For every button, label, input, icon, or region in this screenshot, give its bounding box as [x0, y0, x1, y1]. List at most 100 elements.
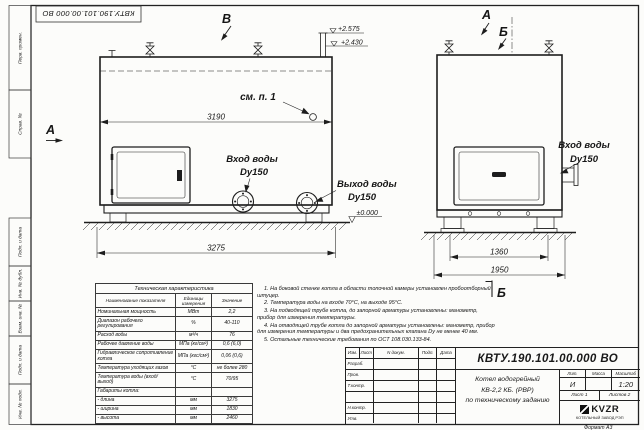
- side-strip: [8, 5, 32, 425]
- dim-3275: [96, 227, 336, 258]
- strip-label: Инв. № дубл.: [18, 269, 24, 299]
- dim-1950: [433, 235, 566, 279]
- spec-cell-unit: %: [175, 316, 212, 332]
- spec-cell-value: не более 280: [211, 363, 253, 374]
- strip-label: Подп. и дата: [18, 227, 24, 257]
- tb-role-label: Разраб.: [346, 358, 374, 369]
- tb-col-izm: Изм.: [346, 348, 360, 358]
- side-valve-2-icon: [544, 40, 554, 55]
- tb-role-row: [346, 391, 455, 403]
- lit-label: Лит.: [560, 370, 586, 377]
- spec-cell-name: Габариты котла:: [95, 386, 176, 397]
- spec-cell-unit: МПа (кгс/см²): [175, 348, 212, 365]
- marker-b-bottom: Б: [497, 286, 506, 300]
- titleblock-header-row: Изм. Лист N докум. Подп. Дата: [346, 348, 455, 359]
- kvzr-logo-icon: [580, 404, 590, 414]
- spec-cell-unit: мм: [175, 404, 212, 415]
- spec-cell-unit: [175, 386, 212, 397]
- tb-cell: [374, 358, 420, 369]
- spec-cell-unit: мм: [175, 413, 212, 424]
- section-trace-bottom: [485, 280, 493, 297]
- tb-cell: [419, 402, 438, 413]
- marker-b-top: В: [222, 12, 231, 26]
- strip-label: Взам. инв. №: [18, 304, 24, 334]
- tb-cell: [374, 391, 420, 402]
- spec-table-title: Техническая характеристика: [95, 282, 253, 295]
- front-outlet-dn: Dy150: [348, 192, 377, 203]
- product-line: Котел водогрейный: [475, 376, 540, 383]
- door-hinge-top: [110, 154, 114, 160]
- side-door: [453, 146, 545, 206]
- strip-label: Перв. примен.: [18, 32, 24, 64]
- spec-cell-value: [211, 386, 253, 397]
- doc-number: КВТУ.190.101.00.000 ВО: [456, 348, 640, 370]
- spec-cell-value: 2,2: [211, 307, 253, 318]
- spec-cell-unit: МПа (кг/см²): [175, 339, 212, 350]
- note-item: 3. На подводящей трубе котла, до запорно…: [257, 308, 478, 321]
- notes-block: 1. На боковой стенке котла в области топ…: [257, 286, 497, 345]
- strip-label: Инв. № подл.: [18, 389, 24, 419]
- tb-col-data: Дата: [440, 350, 452, 356]
- spec-cell-name: - высота: [95, 413, 176, 424]
- spec-cell-name: Температура уходящих газов: [95, 363, 176, 374]
- spec-header-value: Значение: [211, 293, 253, 309]
- tb-role-row: Н.контр.: [346, 402, 455, 414]
- strip-label: Справ. №: [18, 113, 24, 135]
- tb-cell: [437, 359, 455, 369]
- riser-pipe: [318, 32, 328, 57]
- product-line: по техническому заданию: [465, 397, 550, 405]
- spec-cell-value: 70/95: [211, 372, 253, 388]
- spec-header-row: Наименование показателя Единицы измерени…: [95, 293, 253, 309]
- spec-cell-name: Диапазон рабочего регулирования: [95, 316, 176, 332]
- sheets-total: Листов 2: [608, 393, 631, 398]
- leader-lines: [244, 101, 577, 202]
- spec-cell-name: Расход воды: [95, 330, 176, 341]
- level-mid-value: +2.430: [341, 39, 363, 46]
- tb-cell: [374, 402, 420, 413]
- dim-1360-value: 1360: [490, 248, 508, 257]
- level-top-value: +2.575: [338, 26, 360, 33]
- spec-cell-value: 76: [211, 330, 253, 341]
- spec-cell-name: - ширина: [95, 404, 176, 415]
- title-block-meta: Лит. Масса Масштаб И 1:20 Лист 1 Листов …: [560, 370, 640, 424]
- top-valve-2-icon: [253, 42, 263, 57]
- front-body: [99, 56, 333, 206]
- format-note: Формат А3: [584, 424, 613, 430]
- spec-header-units: Единицы измерения: [175, 293, 212, 309]
- dim-3275-value: 3275: [207, 244, 225, 253]
- dim-1950-value: 1950: [491, 266, 509, 275]
- tb-col-list: Лист: [360, 348, 374, 358]
- company-name: КОТЕЛЬНЫЙ ЗАВОД РЭП: [575, 414, 624, 420]
- tb-col-ndocum: N докум.: [374, 348, 420, 358]
- tb-role-row: Разраб.: [346, 358, 455, 370]
- spec-row: Габариты котла:: [95, 386, 253, 397]
- top-stamp-text: КВТУ.190.101.00.000 ВО: [42, 9, 134, 18]
- boiler-front-view: [82, 28, 382, 231]
- tb-role-label: [346, 391, 374, 402]
- sheet-frame: [30, 4, 640, 426]
- side-valve-1-icon: [444, 40, 454, 55]
- spec-table: Техническая характеристика Наименование …: [95, 282, 253, 424]
- front-dimensions: [96, 119, 336, 258]
- tb-role-label: Т.контр.: [346, 380, 374, 391]
- side-strip-labels: Перв. примен. Справ. № Подп. и дата Инв.…: [18, 32, 24, 419]
- scale-label: Масштаб: [615, 371, 636, 376]
- scale-value: 1:20: [618, 379, 634, 389]
- door-handle: [177, 170, 182, 181]
- tb-cell: [419, 358, 438, 369]
- tb-cell: [374, 380, 420, 391]
- spec-cell-unit: °С: [175, 372, 212, 388]
- tb-col-podp: Подп.: [419, 348, 438, 358]
- spec-cell-unit: мм: [175, 395, 212, 406]
- tb-role-label: Утв.: [346, 413, 374, 424]
- outlet-flange: [295, 191, 319, 215]
- level-mark-top-icon: [325, 28, 364, 34]
- sheet-number: Лист 1: [560, 391, 600, 400]
- sampling-fitting: [309, 113, 317, 121]
